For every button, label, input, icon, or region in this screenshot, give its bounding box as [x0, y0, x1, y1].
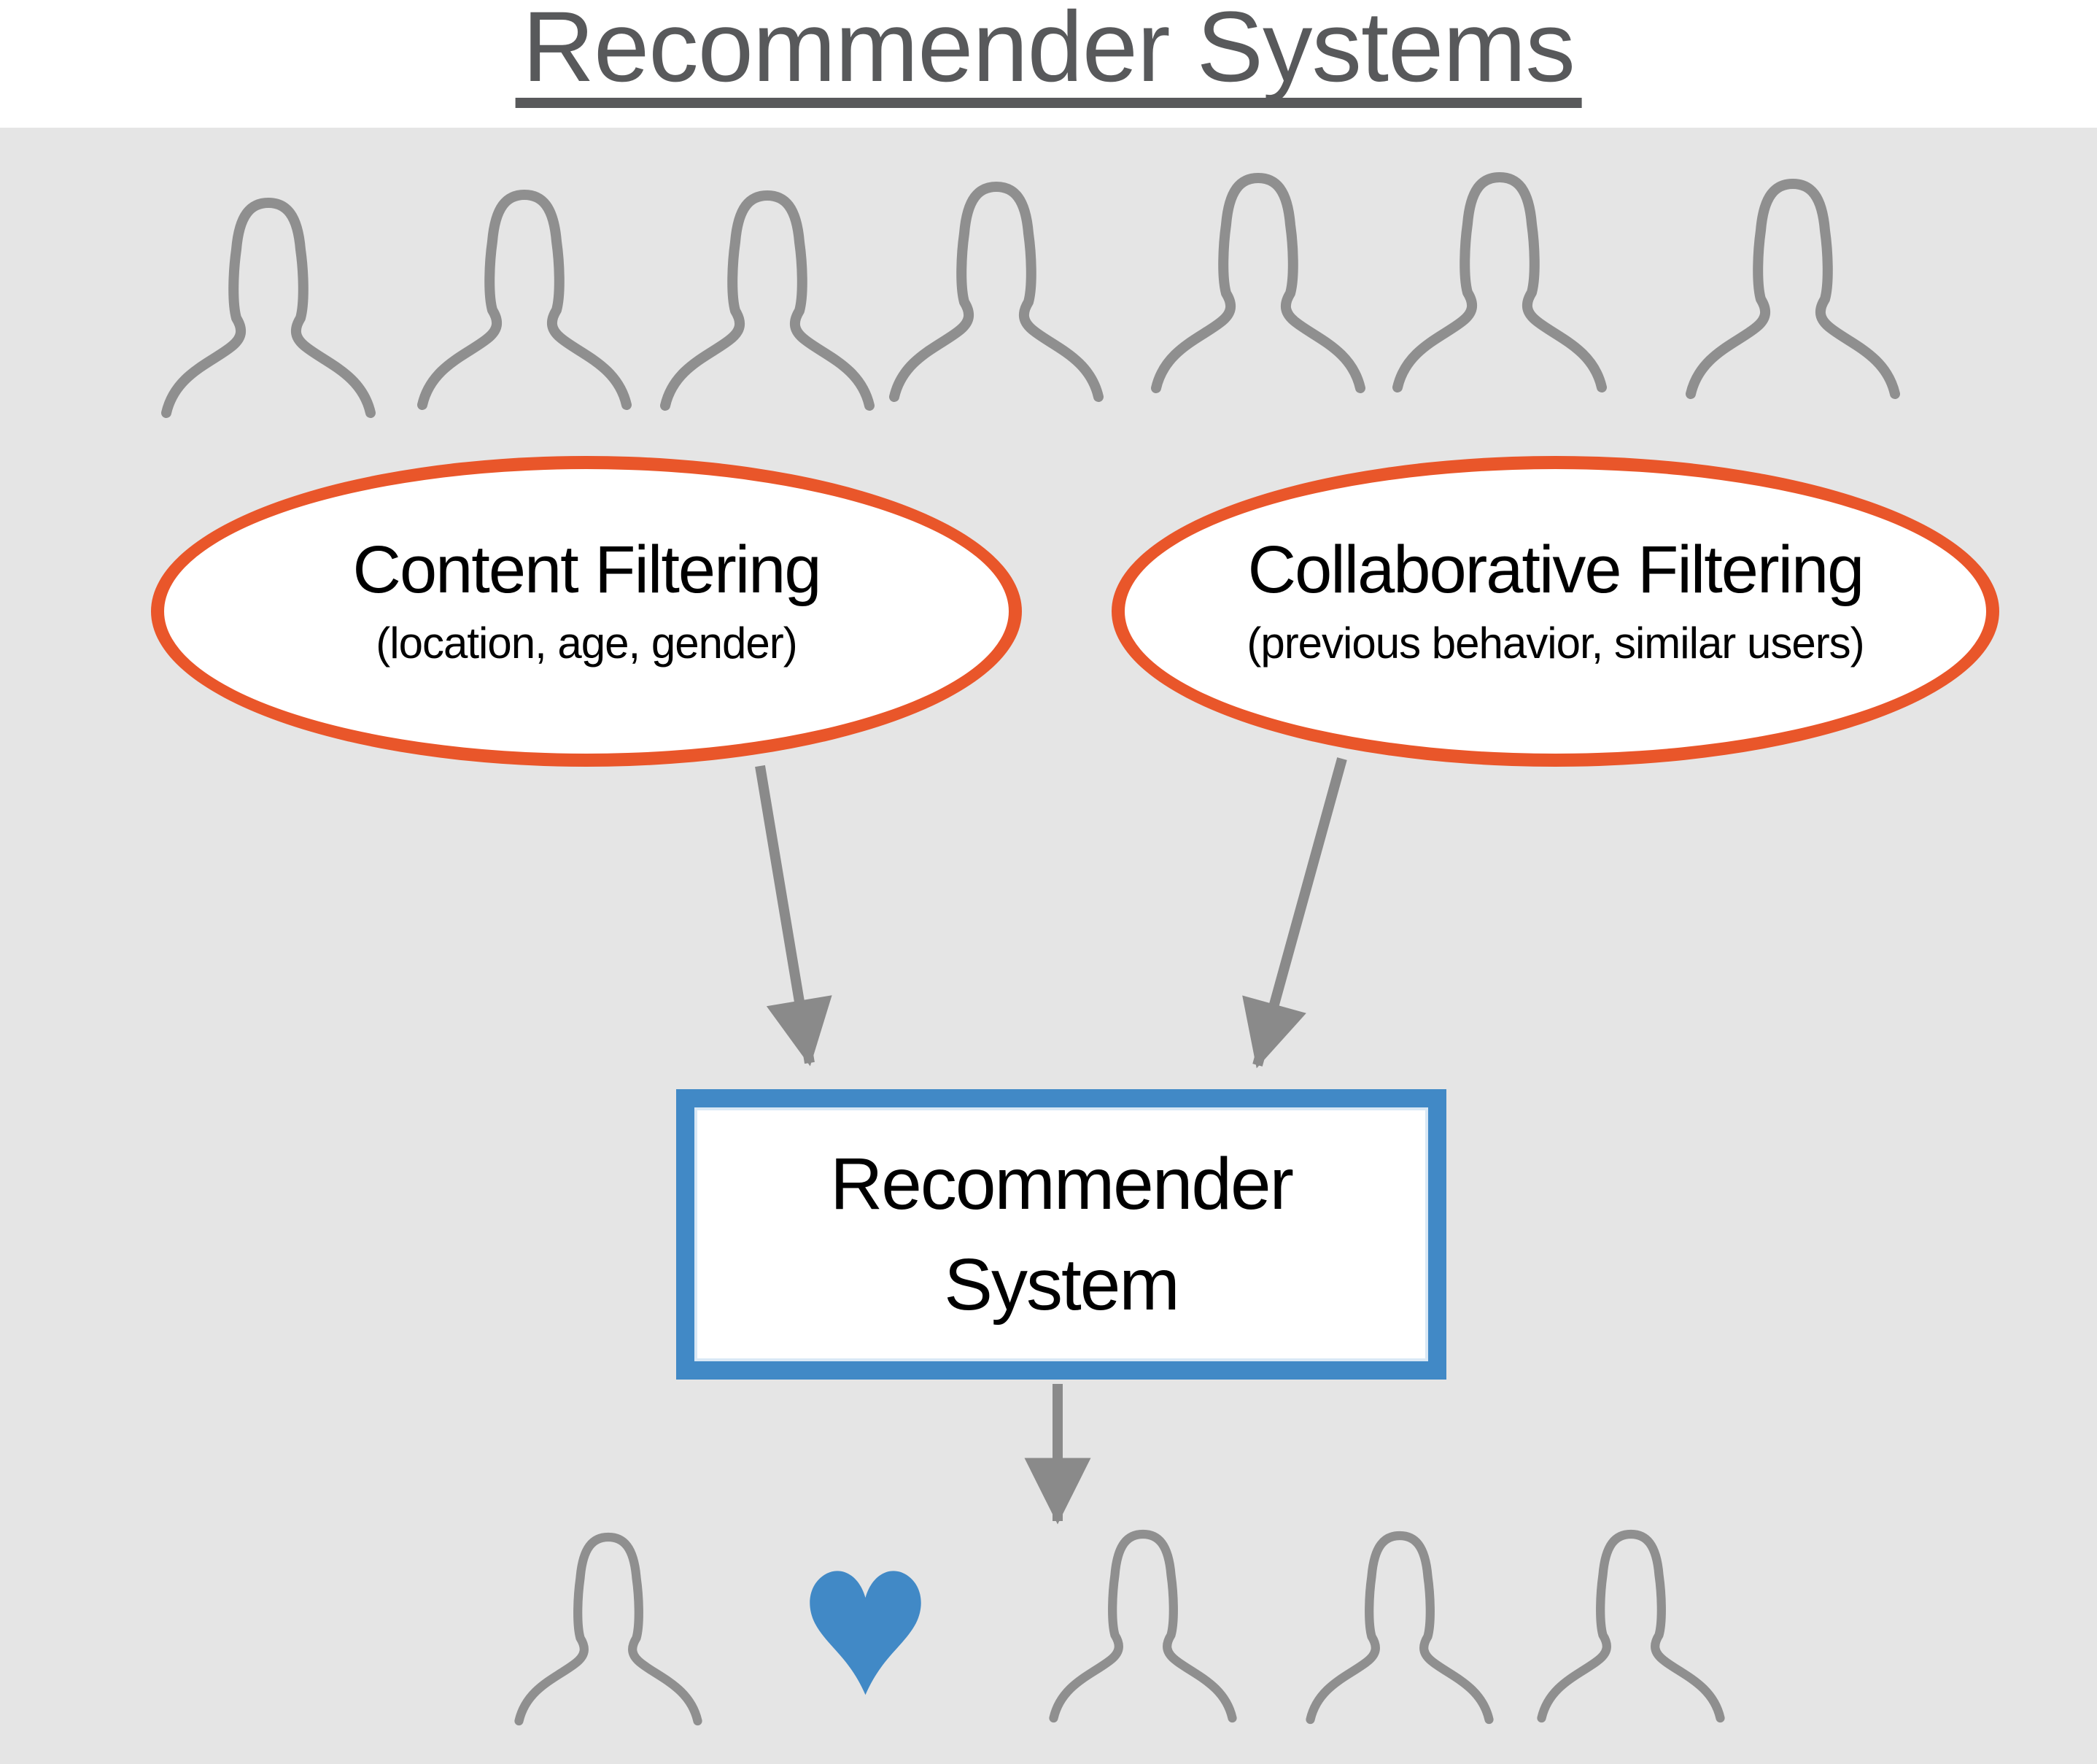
person-silhouette-icon — [1156, 178, 1360, 388]
person-silhouette-icon — [422, 195, 627, 405]
title-band: Recommender Systems — [0, 0, 2097, 128]
person-silhouette-icon — [1542, 1534, 1721, 1718]
recommender-system-label-line1: Recommender — [830, 1143, 1294, 1225]
person-silhouette-icon — [166, 203, 371, 413]
person-silhouette-icon — [1691, 184, 1895, 394]
person-silhouette-icon — [519, 1537, 698, 1721]
heart-icon — [810, 1571, 921, 1695]
person-silhouette-icon — [665, 196, 869, 406]
collaborative-filtering-sublabel: (previous behavior, similar users) — [1247, 619, 1864, 668]
arrow-collaborative-to-system — [1242, 757, 1347, 1069]
person-silhouette-icon — [1311, 1536, 1489, 1719]
recommender-system-node-inner: Recommender System — [694, 1107, 1428, 1361]
content-filtering-sublabel: (location, age, gender) — [376, 619, 797, 668]
recommender-system-label-line2: System — [944, 1244, 1179, 1326]
collaborative-filtering-label: Collaborative Filtering — [1247, 532, 1865, 607]
person-silhouette-icon — [1398, 177, 1602, 387]
recommender-system-node: Recommender System — [676, 1089, 1446, 1380]
person-silhouette-icon — [1054, 1534, 1233, 1718]
person-silhouette-icon — [894, 187, 1098, 397]
page-title: Recommender Systems — [515, 0, 1582, 109]
collaborative-filtering-node: Collaborative Filtering (previous behavi… — [1112, 456, 1999, 767]
content-filtering-node: Content Filtering (location, age, gender… — [151, 456, 1022, 767]
content-filtering-label: Content Filtering — [352, 532, 822, 607]
arrow-content-to-system — [755, 765, 832, 1067]
